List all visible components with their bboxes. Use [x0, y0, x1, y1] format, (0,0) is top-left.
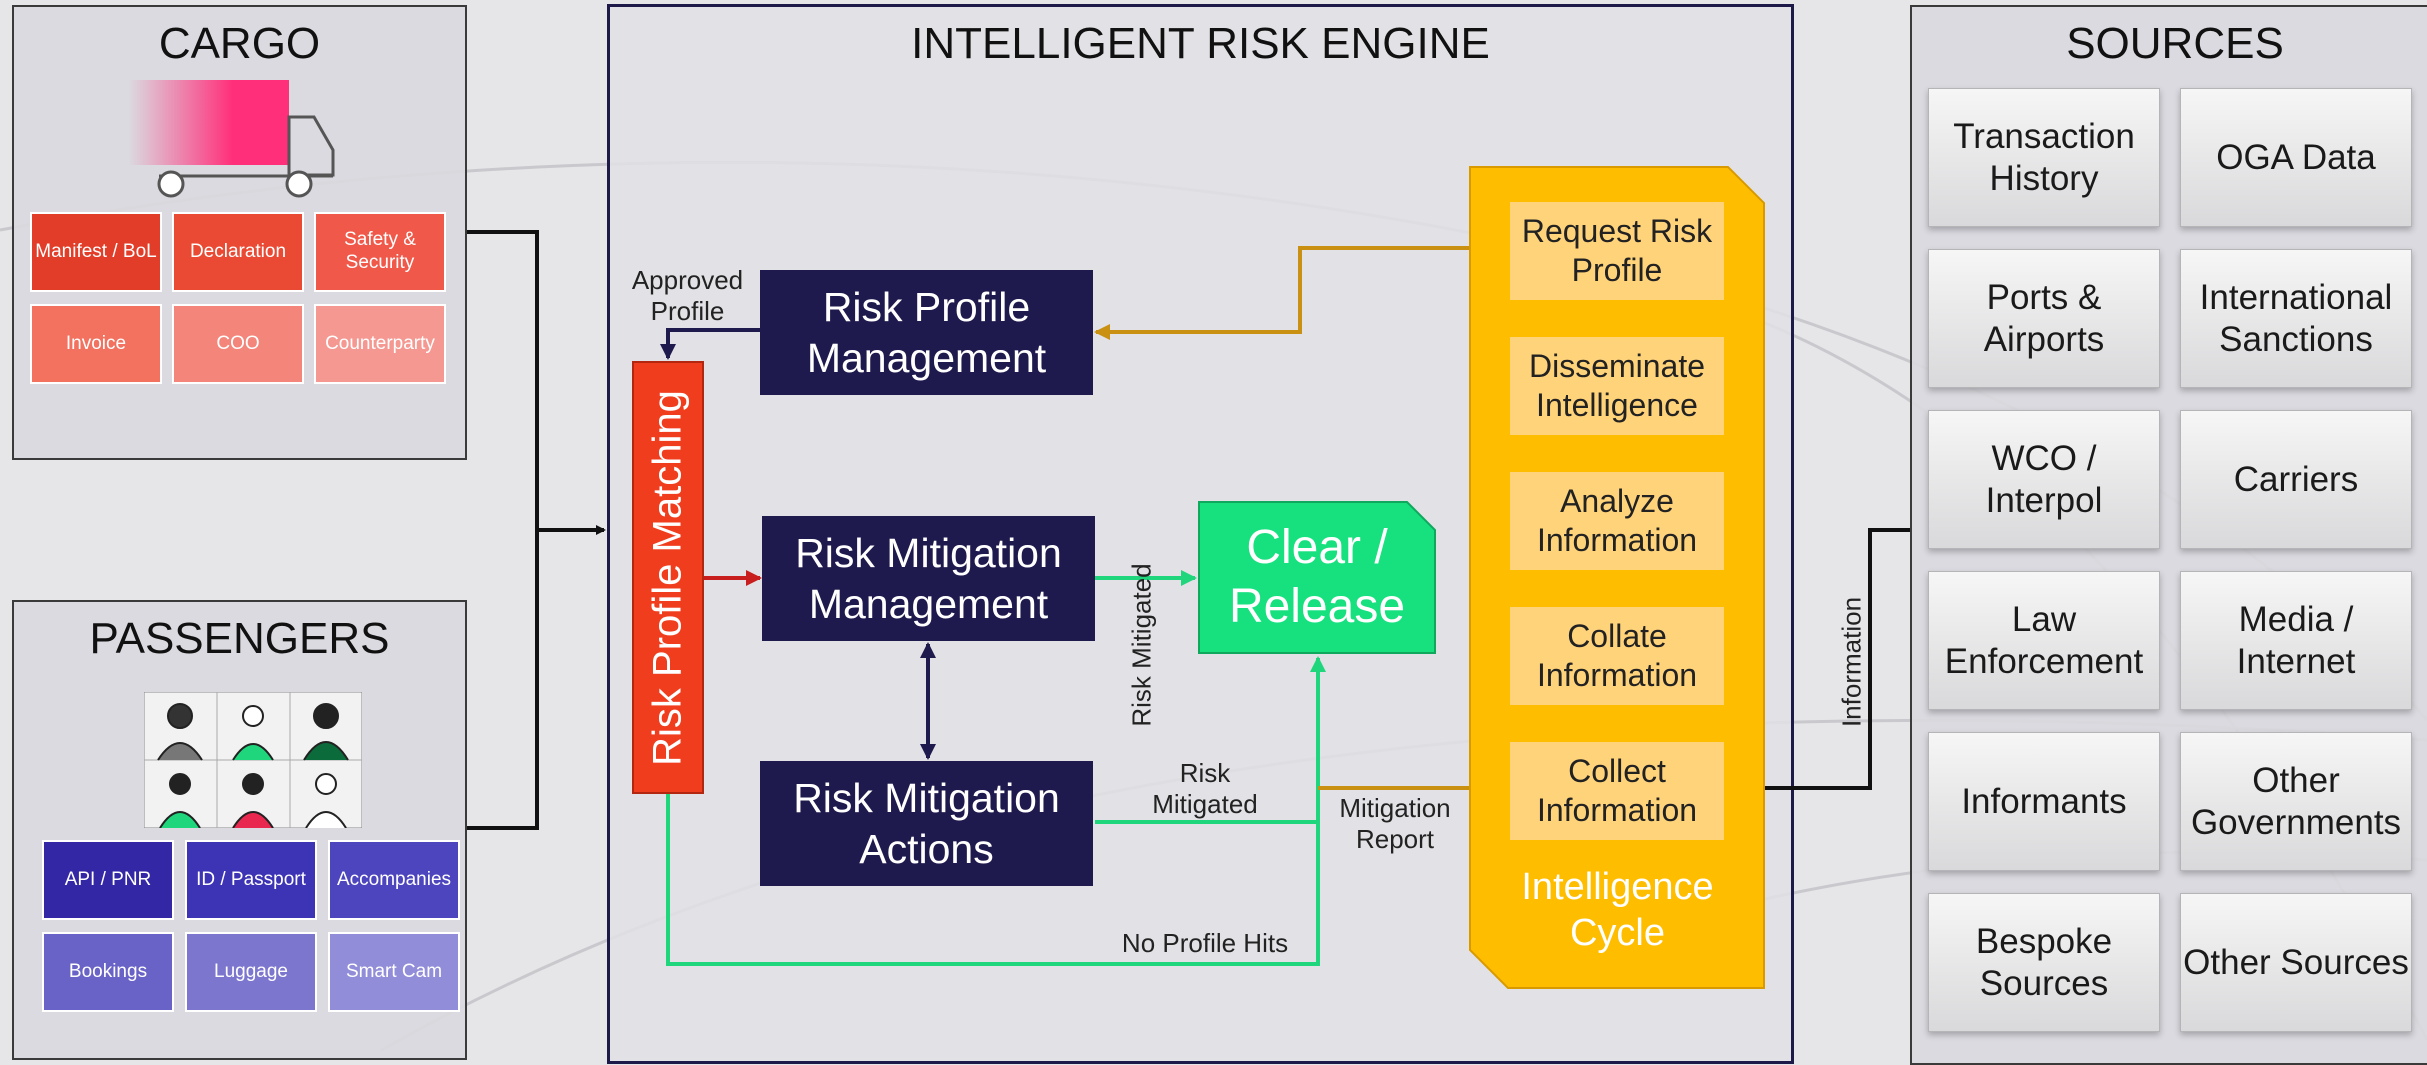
passenger-tile-accompanies: Accompanies: [328, 840, 460, 920]
cargo-tile-safety-security: Safety & Security: [314, 212, 446, 292]
sources-title: SOURCES: [2066, 19, 2284, 68]
passenger-tile-luggage: Luggage: [185, 932, 317, 1012]
passenger-tile-bookings: Bookings: [42, 932, 174, 1012]
cycle-step-collate-information: Collate Information: [1510, 607, 1724, 705]
cargo-tile-manifest-bol: Manifest / BoL: [30, 212, 162, 292]
clear-release-label: Clear / Release: [1228, 520, 1406, 633]
risk-mitigation-actions-box: Risk Mitigation Actions: [760, 761, 1093, 886]
passenger-photos-icon: [144, 692, 362, 828]
truck-icon: [129, 80, 335, 198]
cycle-step-disseminate-intelligence: Disseminate Intelligence: [1510, 337, 1724, 435]
source-ports-airports: Ports & Airports: [1928, 249, 2160, 388]
passenger-tile-api-pnr: API / PNR: [42, 840, 174, 920]
source-wco-interpol: WCO / Interpol: [1928, 410, 2160, 549]
risk-mitigated-vertical-label: Risk Mitigated: [1126, 563, 1157, 727]
risk-profile-matching: Risk Profile Matching: [632, 361, 704, 794]
source-international-sanctions: International Sanctions: [2180, 249, 2412, 388]
passengers-title: PASSENGERS: [89, 614, 390, 663]
source-media-internet: Media / Internet: [2180, 571, 2412, 710]
source-bespoke-sources: Bespoke Sources: [1928, 893, 2160, 1032]
source-oga-data: OGA Data: [2180, 88, 2412, 227]
information-label: Information: [1836, 596, 1867, 728]
clear-release-shape: [1198, 501, 1436, 654]
source-transaction-history: Transaction History: [1928, 88, 2160, 227]
cargo-title: CARGO: [158, 19, 321, 68]
source-other-sources: Other Sources: [2180, 893, 2412, 1032]
cycle-step-collect-information: Collect Information: [1510, 742, 1724, 840]
cargo-tile-declaration: Declaration: [172, 212, 304, 292]
source-informants: Informants: [1928, 732, 2160, 871]
risk-mitigated-label: Risk Mitigated: [1152, 758, 1258, 820]
risk-mitigation-management-box: Risk Mitigation Management: [762, 516, 1095, 641]
intelligence-cycle-title: Intelligence Cycle: [1521, 866, 1714, 954]
cargo-tile-counterparty: Counterparty: [314, 304, 446, 384]
source-law-enforcement: Law Enforcement: [1928, 571, 2160, 710]
source-other-governments: Other Governments: [2180, 732, 2412, 871]
engine-title: INTELLIGENT RISK ENGINE: [911, 19, 1490, 68]
passenger-tile-id-passport: ID / Passport: [185, 840, 317, 920]
cycle-step-analyze-information: Analyze Information: [1510, 472, 1724, 570]
cycle-step-request-risk-profile: Request Risk Profile: [1510, 202, 1724, 300]
risk-profile-management-box: Risk Profile Management: [760, 270, 1093, 395]
mitigation-report-label: Mitigation Report: [1339, 793, 1451, 855]
passenger-tile-smart-cam: Smart Cam: [328, 932, 460, 1012]
risk-profile-matching-label: Risk Profile Matching: [645, 389, 690, 766]
no-profile-hits-label: No Profile Hits: [1121, 928, 1289, 958]
cargo-tile-invoice: Invoice: [30, 304, 162, 384]
source-carriers: Carriers: [2180, 410, 2412, 549]
cargo-tile-coo: COO: [172, 304, 304, 384]
approved-profile-label: Approved Profile: [631, 265, 744, 327]
